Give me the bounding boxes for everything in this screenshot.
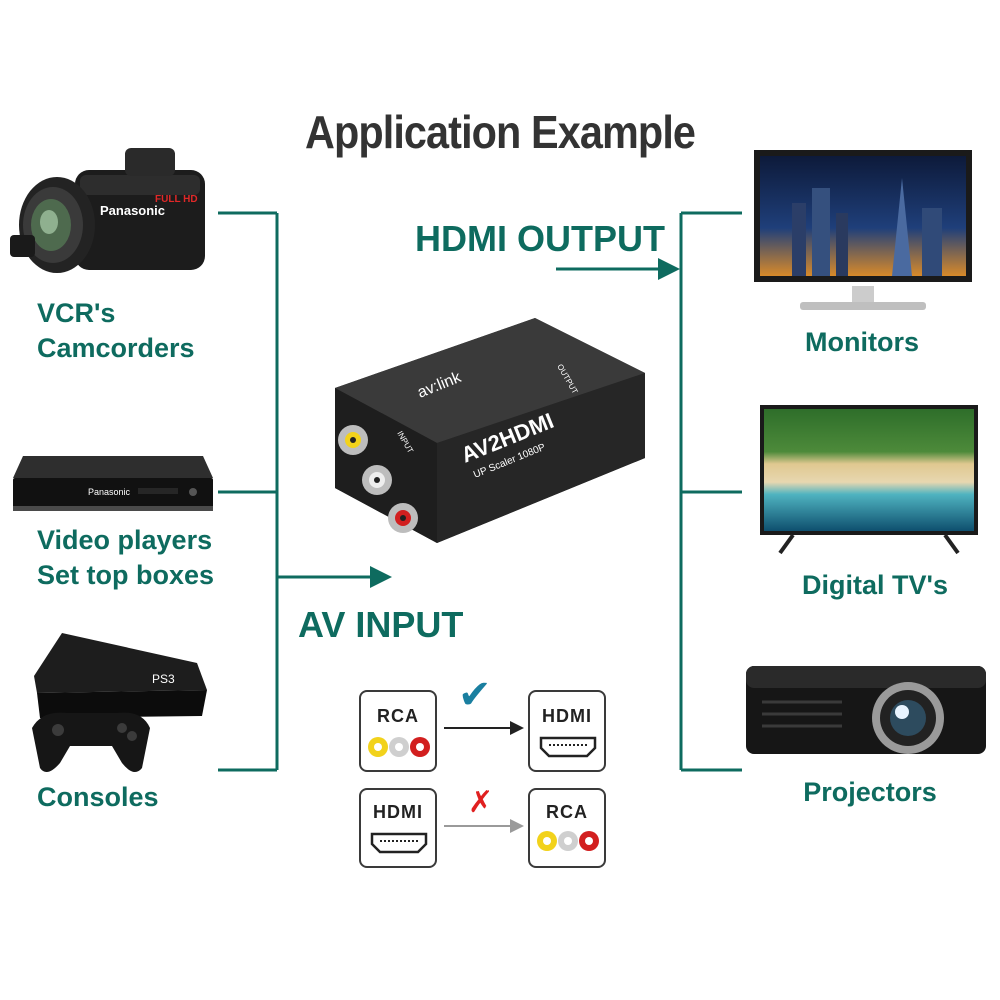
check-mark-icon: ✔ (458, 673, 492, 717)
page-title: Application Example (304, 106, 696, 158)
rca-target-label: RCA (546, 802, 588, 822)
monitor-icon (754, 150, 972, 310)
source-line: Set top boxes (37, 560, 215, 590)
source-line: Consoles (37, 782, 159, 812)
hdmi-port-icon (539, 736, 597, 758)
tv-icon (760, 405, 978, 555)
rca-jacks-icon (537, 831, 599, 851)
player-brand: Panasonic (88, 487, 131, 497)
hdmi-port-icon (370, 832, 428, 854)
bluray-player-icon: Panasonic (13, 456, 213, 511)
input-arrowhead (370, 566, 392, 588)
camcorder-icon: Panasonic FULL HD (10, 148, 205, 273)
source-line: Video players (37, 525, 213, 555)
source-line: Camcorders (37, 333, 195, 363)
hdmi-source-box: HDMI (359, 788, 437, 868)
source-label-consoles: Consoles (37, 780, 159, 815)
rca-source-box: RCA (359, 690, 437, 772)
hdmi-output-label: HDMI OUTPUT (415, 218, 665, 259)
rca-source-label: RCA (377, 706, 419, 726)
source-line: VCR's (37, 298, 116, 328)
unsupported-arrow (444, 819, 524, 833)
hdmi-target-box: HDMI (528, 690, 606, 772)
console-logo: PS3 (152, 672, 175, 686)
hdmi-target-label: HDMI (542, 706, 592, 726)
game-console-icon: PS3 (32, 633, 207, 772)
output-label-tvs: Digital TV's (802, 570, 948, 600)
camcorder-badge: FULL HD (155, 194, 198, 205)
av-input-label: AV INPUT (298, 604, 464, 645)
output-label-projectors: Projectors (803, 777, 937, 807)
output-arrowhead (658, 258, 680, 280)
camcorder-brand: Panasonic (100, 203, 165, 218)
rca-target-box: RCA (528, 788, 606, 868)
output-label-monitors: Monitors (805, 327, 919, 357)
hdmi-source-label: HDMI (373, 802, 423, 822)
rca-jacks-icon (368, 737, 430, 757)
source-label-camcorders: VCR's Camcorders (37, 296, 195, 366)
av2hdmi-converter: av:link AV2HDMI UP Scaler 1080P INPUT OU… (335, 318, 645, 543)
projector-icon (746, 666, 986, 754)
supported-arrow (444, 721, 524, 735)
cross-mark-icon: ✗ (468, 786, 494, 819)
source-label-players: Video players Set top boxes (37, 523, 214, 593)
